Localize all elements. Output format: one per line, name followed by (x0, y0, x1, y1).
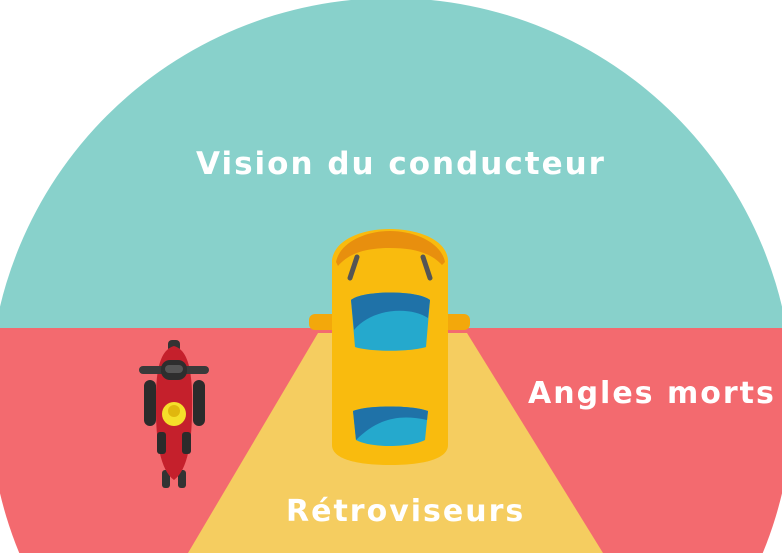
mirrors-label: Rétroviseurs (286, 494, 526, 529)
driver-vision-label: Vision du conducteur (196, 146, 606, 182)
blind-spots-label: Angles morts (528, 376, 776, 411)
motorbike-topview-icon (139, 340, 209, 488)
car-topview-icon (309, 229, 470, 465)
